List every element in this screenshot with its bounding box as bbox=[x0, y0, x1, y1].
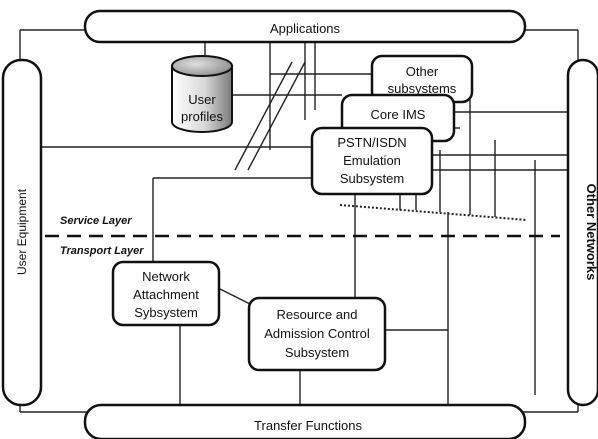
other-networks-box: Other Networks bbox=[566, 58, 598, 407]
service-layer-label: Service Layer bbox=[60, 215, 132, 227]
racs-label-line2: Admission Control bbox=[264, 326, 370, 341]
nass-label-line1: Network bbox=[142, 269, 190, 284]
transfer-functions-box: Transfer Functions bbox=[83, 403, 527, 439]
user-equipment-box: User Equipment bbox=[1, 58, 43, 407]
user-profiles-database: User profiles bbox=[171, 55, 233, 133]
pstn-label-line3: Subsystem bbox=[340, 171, 404, 186]
other-subsystems-label-line1: Other bbox=[406, 64, 439, 79]
user-profiles-label-line1: User bbox=[188, 92, 216, 107]
racs-box: Resource and Admission Control Subsystem bbox=[247, 296, 387, 372]
transfer-functions-label: Transfer Functions bbox=[254, 418, 362, 433]
user-profiles-label-line2: profiles bbox=[181, 109, 223, 124]
other-subsystems-label-line2: subsystems bbox=[388, 81, 457, 96]
network-attachment-box: Network Attachment Sybsystem bbox=[111, 260, 221, 327]
interface-slashes bbox=[234, 61, 306, 171]
racs-label-line1: Resource and bbox=[277, 307, 358, 322]
racs-label-line3: Subsystem bbox=[285, 345, 349, 360]
pstn-label-line2: Emulation bbox=[343, 153, 401, 168]
pstn-isdn-emulation-box: PSTN/ISDN Emulation Subsystem bbox=[310, 126, 434, 196]
nass-label-line3: Sybsystem bbox=[134, 305, 198, 320]
other-subsystems-box: Other subsystems bbox=[370, 54, 474, 104]
pstn-label-line1: PSTN/ISDN bbox=[337, 135, 406, 150]
applications-box: Applications bbox=[83, 9, 527, 44]
transport-layer-label: Transport Layer bbox=[60, 245, 144, 257]
nass-label-line2: Attachment bbox=[133, 287, 199, 302]
other-networks-label: Other Networks bbox=[584, 184, 598, 281]
user-equipment-label: User Equipment bbox=[15, 188, 29, 275]
applications-label: Applications bbox=[270, 21, 341, 36]
core-ims-label: Core IMS bbox=[371, 107, 426, 122]
connection-lines bbox=[40, 42, 570, 412]
dotted-separator bbox=[339, 204, 528, 221]
